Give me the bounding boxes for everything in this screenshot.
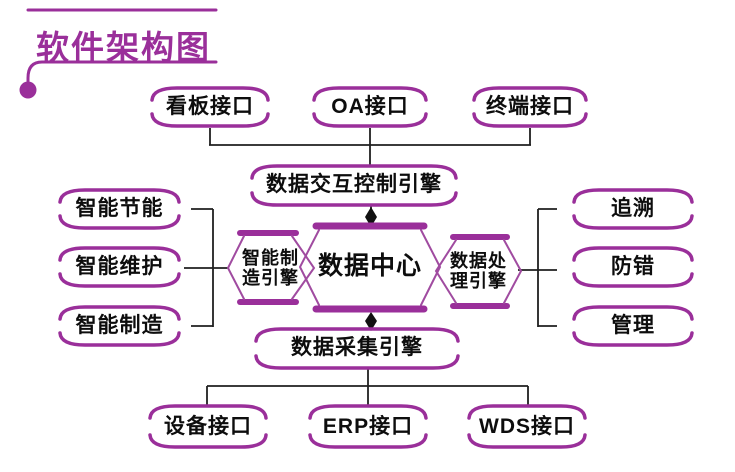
node-collection-engine: 数据采集引擎 [291,336,423,360]
node-data-center-outline [298,222,442,313]
flow-arrows [365,207,377,331]
node-wds-interface: WDS接口 [479,414,575,438]
node-smart-energy-outline [58,188,181,230]
node-oa-interface-outline [312,86,428,128]
connector-lines [184,128,557,405]
title-dot [19,81,37,99]
node-kanban-interface: 看板接口 [166,95,254,119]
node-outlines [58,86,694,449]
node-smart-energy: 智能节能 [75,197,164,221]
node-interaction-engine: 数据交互控制引擎 [266,173,442,197]
node-traceability-outline [572,188,694,230]
page-title: 软件架构图 [36,29,211,66]
node-processing-engine-line1: 数据处 [450,251,507,271]
node-error-proofing: 防错 [611,255,655,279]
node-data-center: 数据中心 [317,252,422,281]
diamond-arrow-icon [365,207,377,227]
node-smart-manufacturing: 智能制造 [75,314,164,338]
node-manufacturing-engine-line2: 造引擎 [242,268,299,288]
node-management: 管理 [611,314,655,338]
node-terminal-interface-outline [472,86,588,128]
node-interaction-engine-outline [250,164,458,207]
hexagon-nodes [226,222,523,313]
title-decoration [19,8,218,99]
node-processing-engine-outline [434,234,523,309]
node-processing-engine-line2: 理引擎 [450,271,507,291]
node-erp-interface-outline [308,404,428,449]
title-rule-bottom-hook [26,60,218,83]
node-traceability: 追溯 [611,197,655,221]
node-smart-maintenance: 智能维护 [75,255,164,279]
node-smart-manufacturing-outline [58,305,181,347]
node-terminal-interface: 终端接口 [486,95,574,119]
node-processing-engine: 数据处 理引擎 [433,250,524,292]
node-oa-interface: OA接口 [331,95,409,119]
node-smart-maintenance-outline [58,246,181,288]
node-manufacturing-engine: 智能制 造引擎 [224,247,317,289]
node-device-interface: 设备接口 [164,414,252,438]
node-manufacturing-engine-line1: 智能制 [242,248,299,268]
node-erp-interface: ERP接口 [322,414,414,438]
node-collection-engine-outline [254,327,460,370]
node-device-interface-outline [148,404,268,449]
node-wds-interface-outline [467,404,587,449]
node-manufacturing-engine-outline [226,230,316,305]
diamond-arrow-icon [365,312,377,331]
node-kanban-interface-outline [150,86,270,128]
node-management-outline [572,305,694,347]
node-error-proofing-outline [572,246,694,288]
